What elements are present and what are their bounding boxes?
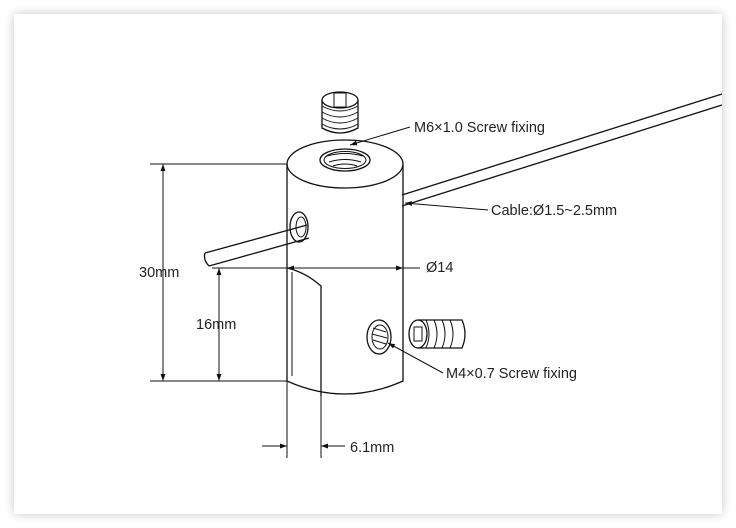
cable-left [203,224,310,267]
label-cable: Cable:Ø1.5~2.5mm [491,203,617,219]
slot-cut [286,267,322,396]
m4-side-hole [366,319,392,355]
leader-cable [404,201,489,211]
label-slot-width: 6.1mm [350,440,394,456]
cylinder-body [286,139,404,395]
cable-right [401,93,723,207]
label-m4-screw: M4×0.7 Screw fixing [446,366,577,382]
label-m6-screw: M6×1.0 Screw fixing [414,120,545,136]
m4-screw [408,319,466,349]
m6-screw [321,91,359,134]
label-diameter: Ø14 [426,260,453,276]
label-height-total: 30mm [139,265,179,281]
cable-entry-hole [289,211,309,243]
dim-height-slot [212,267,287,381]
leader-m6 [349,126,411,146]
label-height-slot: 16mm [196,317,236,333]
leader-m4 [387,342,444,374]
dim-slot-width [262,381,345,458]
figure-frame [14,14,722,514]
